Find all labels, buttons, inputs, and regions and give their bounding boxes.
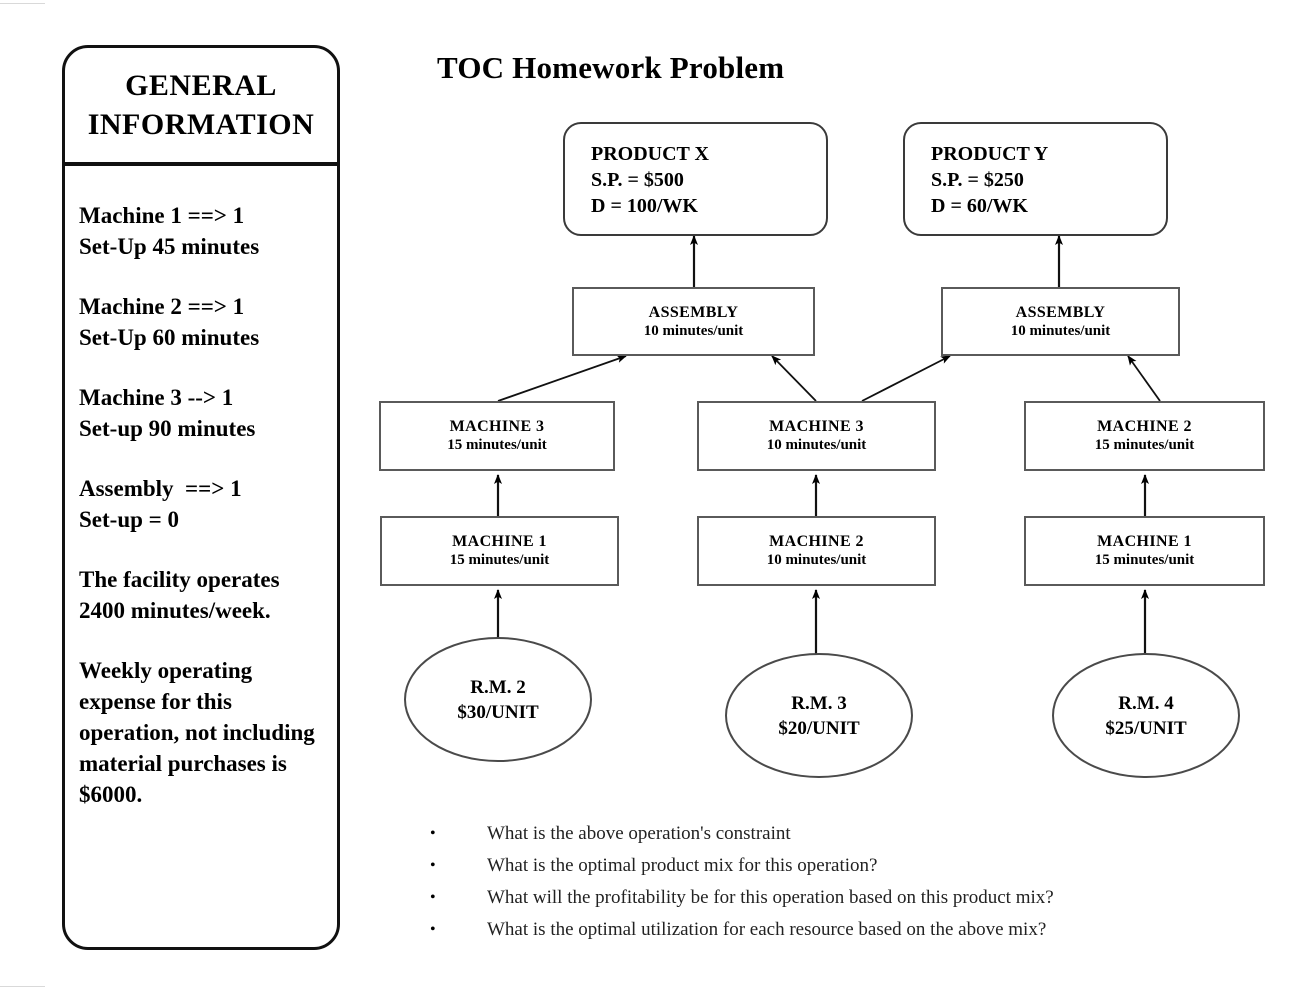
machine-box-upper-left[interactable]: MACHINE 3 15 minutes/unit xyxy=(379,401,615,471)
product-y-box[interactable]: PRODUCT Y S.P. = $250 D = 60/WK xyxy=(903,122,1168,236)
info-line: Machine 1 ==> 1 xyxy=(79,203,245,228)
info-block-facility-hours: The facility operates 2400 minutes/week. xyxy=(79,564,337,626)
product-name: PRODUCT X xyxy=(591,143,709,165)
machine-time: 10 minutes/unit xyxy=(766,552,867,568)
info-header-line-2: INFORMATION xyxy=(87,108,315,141)
product-selling-price: S.P. = $250 xyxy=(931,169,1024,191)
info-block-machine-3: Machine 3 --> 1 Set-up 90 minutes xyxy=(79,382,337,444)
raw-material-cost: $20/UNIT xyxy=(778,717,860,739)
product-name: PRODUCT Y xyxy=(931,143,1049,165)
product-demand: D = 60/WK xyxy=(931,195,1028,217)
product-selling-price: S.P. = $500 xyxy=(591,169,684,191)
product-demand: D = 100/WK xyxy=(591,195,698,217)
info-block-assembly: Assembly ==> 1 Set-up = 0 xyxy=(79,473,337,535)
info-line: Assembly ==> 1 xyxy=(79,476,242,501)
assembly-box-left[interactable]: ASSEMBLY 10 minutes/unit xyxy=(572,287,815,356)
info-line: Set-up = 0 xyxy=(79,507,180,532)
machine-time: 15 minutes/unit xyxy=(1094,552,1195,568)
general-information-body: Machine 1 ==> 1 Set-Up 45 minutes Machin… xyxy=(65,170,337,839)
product-x-box[interactable]: PRODUCT X S.P. = $500 D = 100/WK xyxy=(563,122,828,236)
raw-material-cost: $25/UNIT xyxy=(1105,717,1187,739)
machine-box-upper-middle[interactable]: MACHINE 3 10 minutes/unit xyxy=(697,401,936,471)
info-line: Machine 2 ==> 1 xyxy=(79,294,245,319)
machine-time: 15 minutes/unit xyxy=(449,552,550,568)
machine-box-lower-left[interactable]: MACHINE 1 15 minutes/unit xyxy=(380,516,619,586)
machine-time: 10 minutes/unit xyxy=(766,437,867,453)
assembly-box-right[interactable]: ASSEMBLY 10 minutes/unit xyxy=(941,287,1180,356)
raw-material-name: R.M. 2 xyxy=(470,676,526,698)
info-line: The facility operates xyxy=(79,567,280,592)
info-line: Weekly operating expense for this operat… xyxy=(79,658,315,807)
question-text: What will the profitability be for this … xyxy=(487,887,1054,908)
bullet-icon: • xyxy=(430,921,436,938)
assembly-time: 10 minutes/unit xyxy=(1010,322,1111,339)
bullet-icon: • xyxy=(430,857,436,874)
machine-name: MACHINE 1 xyxy=(1097,533,1192,550)
info-line: Set-up 90 minutes xyxy=(79,416,256,441)
question-list: • What is the above operation's constrai… xyxy=(425,820,1255,948)
raw-material-2-oval[interactable]: R.M. 2 $30/UNIT xyxy=(404,637,592,762)
general-information-panel: GENERAL INFORMATION Machine 1 ==> 1 Set-… xyxy=(62,45,340,950)
machine-name: MACHINE 1 xyxy=(452,533,547,550)
info-line: 2400 minutes/week. xyxy=(79,598,271,623)
info-line: Set-Up 45 minutes xyxy=(79,234,260,259)
machine-name: MACHINE 2 xyxy=(1097,418,1192,435)
machine-name: MACHINE 3 xyxy=(449,418,545,435)
general-information-header: GENERAL INFORMATION xyxy=(65,48,337,166)
question-text: What is the optimal product mix for this… xyxy=(487,855,878,876)
raw-material-cost: $30/UNIT xyxy=(457,701,539,723)
question-item: • What is the optimal product mix for th… xyxy=(425,852,1255,879)
assembly-name: ASSEMBLY xyxy=(1015,303,1106,321)
info-line: Set-Up 60 minutes xyxy=(79,325,260,350)
machine-box-lower-right[interactable]: MACHINE 1 15 minutes/unit xyxy=(1024,516,1265,586)
grid-mask-corner xyxy=(0,978,45,984)
page-title: TOC Homework Problem xyxy=(437,50,785,85)
raw-material-name: R.M. 4 xyxy=(1118,692,1174,714)
info-line: Machine 3 --> 1 xyxy=(79,385,234,410)
assembly-name: ASSEMBLY xyxy=(648,303,739,321)
assembly-time: 10 minutes/unit xyxy=(643,322,744,339)
question-item: • What will the profitability be for thi… xyxy=(425,884,1255,911)
question-text: What is the optimal utilization for each… xyxy=(487,919,1047,940)
machine-box-lower-middle[interactable]: MACHINE 2 10 minutes/unit xyxy=(697,516,936,586)
info-block-machine-1: Machine 1 ==> 1 Set-Up 45 minutes xyxy=(79,200,337,262)
question-item: • What is the optimal utilization for ea… xyxy=(425,916,1255,943)
info-block-machine-2: Machine 2 ==> 1 Set-Up 60 minutes xyxy=(79,291,337,353)
machine-name: MACHINE 3 xyxy=(769,418,864,435)
machine-time: 15 minutes/unit xyxy=(447,437,547,453)
machine-box-upper-right[interactable]: MACHINE 2 15 minutes/unit xyxy=(1024,401,1265,471)
raw-material-4-oval[interactable]: R.M. 4 $25/UNIT xyxy=(1052,653,1240,778)
bullet-icon: • xyxy=(430,825,436,842)
bullet-icon: • xyxy=(430,889,436,906)
machine-name: MACHINE 2 xyxy=(769,533,864,550)
info-header-line-1: GENERAL xyxy=(125,69,277,102)
question-text: What is the above operation's constraint xyxy=(487,823,791,844)
question-item: • What is the above operation's constrai… xyxy=(425,820,1255,847)
raw-material-3-oval[interactable]: R.M. 3 $20/UNIT xyxy=(725,653,913,778)
machine-time: 15 minutes/unit xyxy=(1094,437,1195,453)
raw-material-name: R.M. 3 xyxy=(791,692,847,714)
info-block-operating-expense: Weekly operating expense for this operat… xyxy=(79,655,337,810)
